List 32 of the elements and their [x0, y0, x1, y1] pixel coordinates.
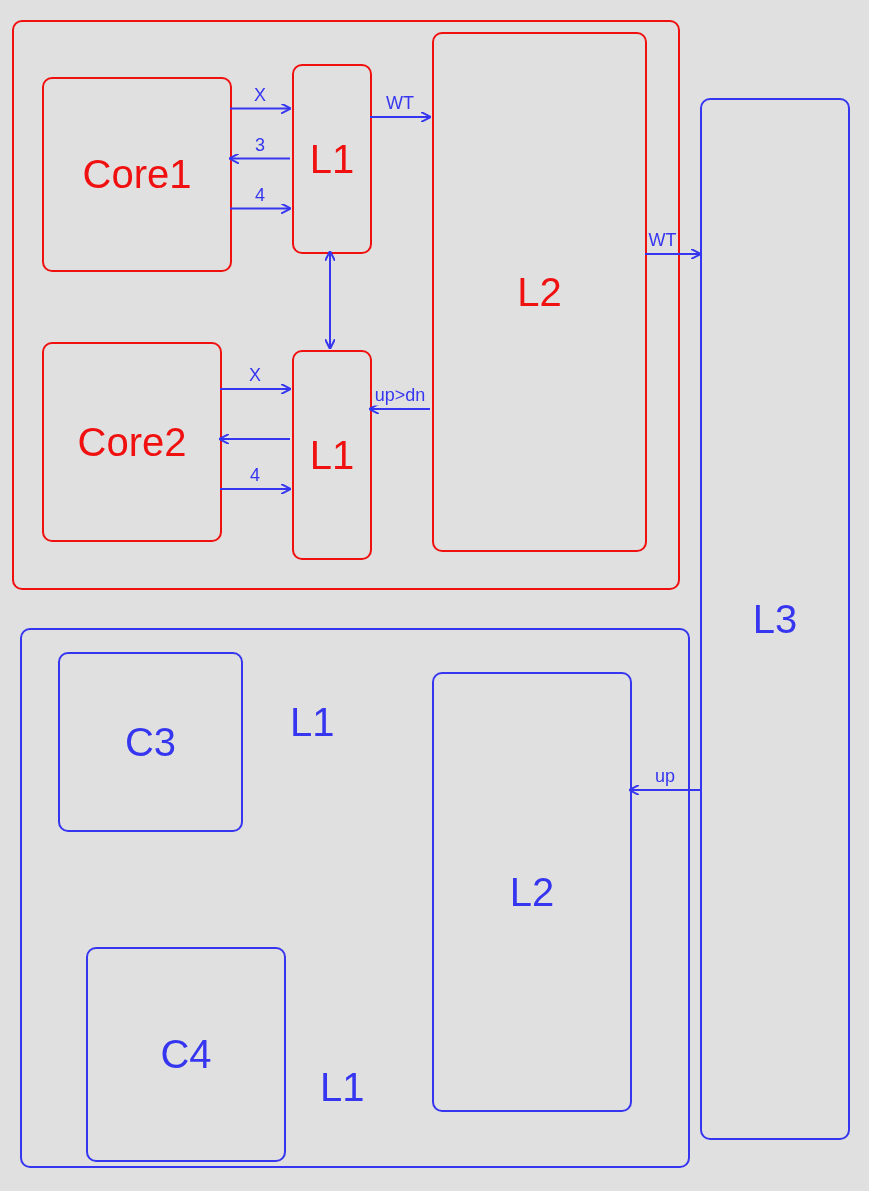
cache-label: L1: [290, 700, 335, 745]
arrow: [229, 202, 292, 215]
arrow: [324, 250, 336, 350]
arrow: [369, 111, 432, 123]
box-label: L1: [309, 136, 355, 182]
process-box: [42, 77, 232, 272]
process-box: [432, 672, 632, 1112]
box-label: L2: [509, 869, 555, 915]
arrow: [228, 152, 291, 165]
arrow: [218, 433, 291, 445]
cache-label: L1: [320, 1065, 365, 1110]
arrow: [644, 248, 702, 260]
box-label: L1: [309, 432, 355, 478]
process-box: [700, 98, 850, 1140]
arrow: [368, 403, 431, 415]
arrow: [219, 383, 292, 395]
box-label: L3: [752, 596, 798, 642]
arrow: [628, 784, 701, 796]
process-box: [292, 64, 372, 254]
process-box: [292, 350, 372, 560]
arrow: [229, 102, 292, 115]
box-label: Core1: [82, 152, 192, 197]
box-label: C4: [160, 1032, 212, 1077]
process-box: [42, 342, 222, 542]
arrow: [219, 483, 292, 495]
process-box: [58, 652, 243, 832]
box-label: L2: [517, 269, 562, 315]
process-box: [86, 947, 286, 1162]
group-box: [20, 628, 690, 1168]
box-label: C3: [124, 719, 177, 765]
group-box: [12, 20, 680, 590]
box-label: Core2: [77, 419, 187, 465]
